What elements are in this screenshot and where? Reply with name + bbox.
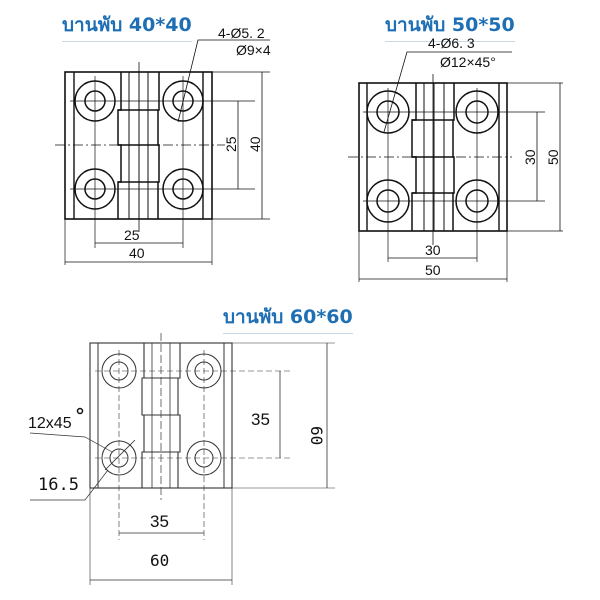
hinge-40-title: บานพับ 40*40 <box>62 10 192 42</box>
hinge-50-counterbore-note: Ø12×45° <box>440 54 496 70</box>
hinge-40-counterbore-note: Ø9×4 <box>236 42 271 58</box>
hinge-40-drawing <box>55 39 270 265</box>
hinge-40-height: 40 <box>247 136 263 152</box>
hinge-50-title: บานพับ 50*50 <box>385 10 515 42</box>
hinge-60-chamfer-note: 12x45 <box>28 415 72 432</box>
hinge-60-drawing <box>29 333 335 585</box>
hinge-60-hole-spacing-h: 35 <box>150 512 169 531</box>
hinge-60-hole-note: 16.5 <box>38 475 79 495</box>
hinge-60-width: 60 <box>150 551 169 570</box>
hinge-40-hole-spacing-v: 25 <box>223 136 239 152</box>
hinge-50-height: 50 <box>545 149 561 165</box>
hinge-60-title: บานพับ 60*60 <box>223 302 353 334</box>
hinge-50-drawing <box>348 51 563 282</box>
hinge-50-hole-spacing-h: 30 <box>425 242 441 258</box>
hinge-40-width: 40 <box>129 245 145 261</box>
hinge-50-width: 50 <box>425 262 441 278</box>
hinge-60-hole-spacing-v: 35 <box>251 410 270 429</box>
degree-symbol-icon <box>76 407 84 415</box>
hinge-40-hole-note: 4-Ø5. 2 <box>218 25 265 41</box>
hinge-50-hole-spacing-v: 30 <box>522 149 538 165</box>
hinge-60-height: 60 <box>307 426 326 445</box>
hinge-50-hole-note: 4-Ø6. 3 <box>428 35 475 51</box>
hinge-40-hole-spacing-h: 25 <box>124 227 140 243</box>
